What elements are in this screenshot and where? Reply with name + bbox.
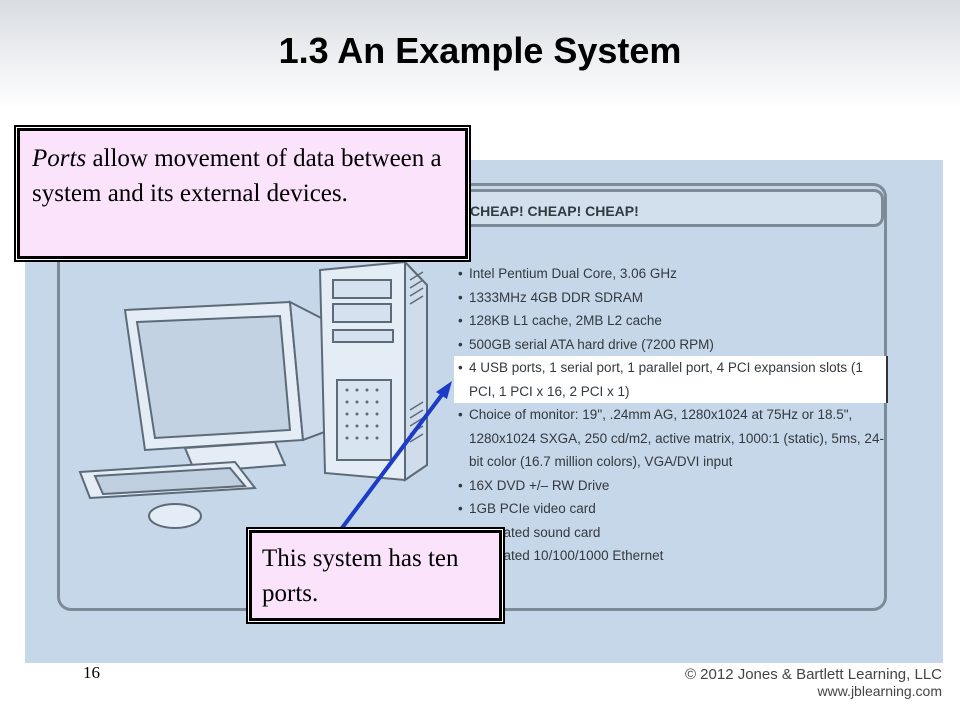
spec-memory: 1333MHz 4GB DDR SDRAM: [458, 286, 888, 310]
spec-cache: 128KB L1 cache, 2MB L2 cache: [458, 309, 888, 333]
ports-term: Ports: [32, 145, 87, 172]
spec-hard-drive: 500GB serial ATA hard drive (7200 RPM): [458, 333, 888, 357]
ad-header: CHEAP! CHEAP! CHEAP!: [470, 203, 639, 219]
copyright-line: © 2012 Jones & Bartlett Learning, LLC: [684, 666, 942, 683]
ports-definition-callout: Ports allow movement of data between a s…: [17, 128, 468, 259]
ten-ports-callout: This system has ten ports.: [249, 530, 502, 621]
spec-video-card: 1GB PCIe video card: [458, 497, 888, 521]
spec-ports: 4 USB ports, 1 serial port, 1 parallel p…: [454, 356, 888, 403]
spec-cpu: Intel Pentium Dual Core, 3.06 GHz: [458, 262, 888, 286]
slide-title: 1.3 An Example System: [278, 30, 682, 71]
computer-illustration-icon: [78, 259, 428, 529]
ports-definition-text: allow movement of data between a system …: [32, 145, 442, 207]
publisher-url: www.jblearning.com: [817, 683, 943, 699]
spec-list: Intel Pentium Dual Core, 3.06 GHz 1333MH…: [454, 262, 888, 568]
copyright: © 2012 Jones & Bartlett Learning, LLC ww…: [685, 666, 942, 699]
spec-monitor: Choice of monitor: 19", .24mm AG, 1280x1…: [458, 403, 888, 474]
page-number: 16: [83, 663, 100, 682]
spec-dvd: 16X DVD +/– RW Drive: [458, 474, 888, 498]
